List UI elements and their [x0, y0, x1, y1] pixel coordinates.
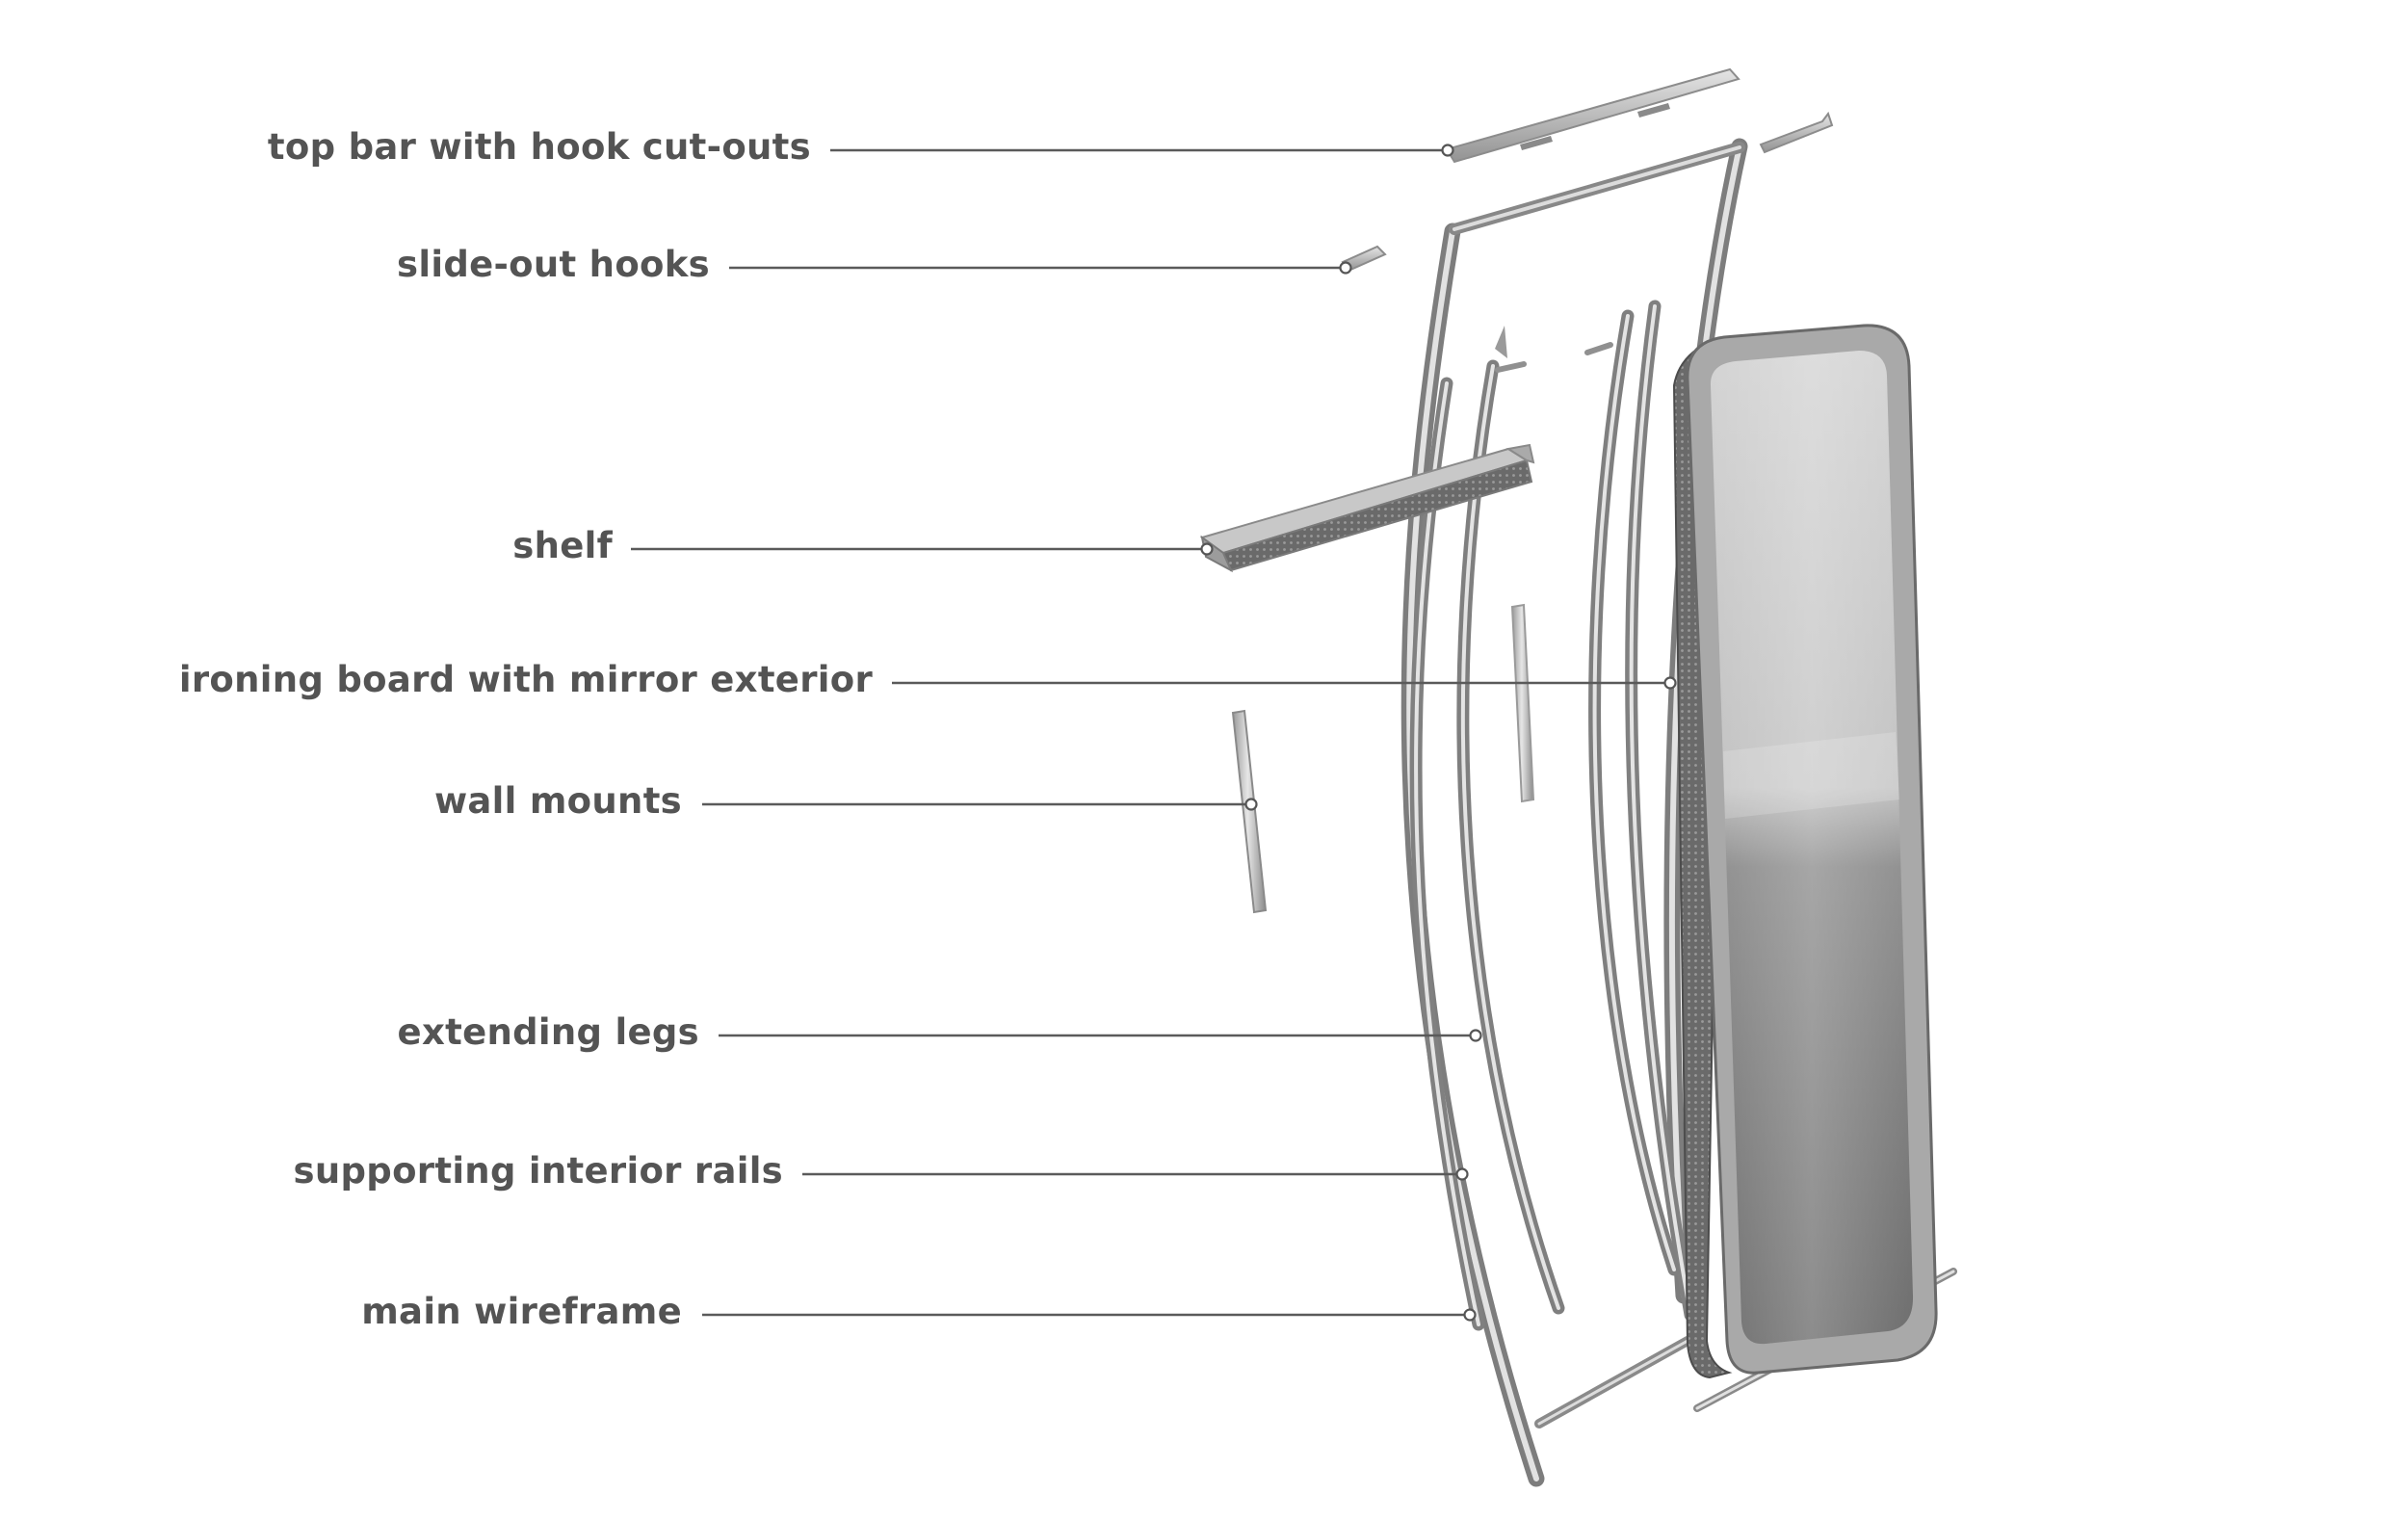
anchor-top-bar	[1441, 144, 1454, 157]
anchor-ironing-board	[1663, 676, 1677, 690]
extending-legs-part	[1456, 309, 1681, 1315]
leader-lines	[631, 144, 1677, 1322]
ironing-board-part	[1672, 324, 1938, 1379]
anchor-slide-out-hooks	[1339, 261, 1352, 275]
top-bar-part	[1445, 67, 1741, 164]
anchor-main-wireframe	[1463, 1308, 1477, 1322]
anchor-wall-mounts	[1244, 798, 1258, 811]
shelf-part	[1199, 443, 1535, 573]
anchor-shelf	[1200, 542, 1214, 556]
anchor-extending-legs	[1469, 1029, 1482, 1042]
wall-mounts-part	[1231, 603, 1535, 914]
anchor-interior-rails	[1455, 1167, 1469, 1181]
